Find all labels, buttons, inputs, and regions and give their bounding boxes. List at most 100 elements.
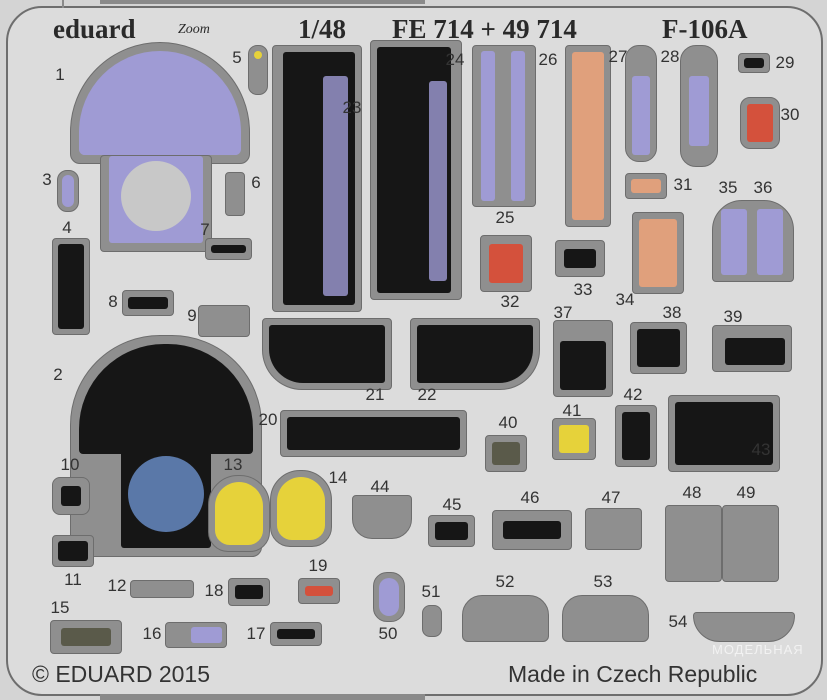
part-label: 52 bbox=[495, 572, 515, 591]
part-20 bbox=[280, 410, 467, 457]
part-label: 1 bbox=[55, 65, 65, 84]
part-label: 42 bbox=[623, 385, 643, 404]
part-44 bbox=[352, 495, 412, 539]
part-24 bbox=[472, 45, 536, 207]
part-label: 26 bbox=[538, 50, 558, 69]
part-22 bbox=[410, 318, 540, 390]
part-31 bbox=[625, 173, 667, 199]
part-49 bbox=[722, 505, 779, 582]
part-label: 2 bbox=[53, 365, 63, 384]
part-label: 38 bbox=[662, 303, 682, 322]
part-29 bbox=[738, 53, 770, 73]
part-label: 44 bbox=[370, 477, 390, 496]
part-21 bbox=[262, 318, 392, 390]
part-3 bbox=[57, 170, 79, 212]
zoom-logo: Zoom bbox=[178, 22, 210, 37]
part-label: 11 bbox=[64, 570, 82, 589]
part-47 bbox=[585, 508, 642, 550]
part-18 bbox=[228, 578, 270, 606]
part-42 bbox=[615, 405, 657, 467]
part-label: 16 bbox=[142, 624, 162, 643]
part-26 bbox=[565, 45, 611, 227]
part-label: 15 bbox=[50, 598, 70, 617]
part-23-right bbox=[370, 40, 462, 300]
part-label: 48 bbox=[682, 483, 702, 502]
part-label: 32 bbox=[500, 292, 520, 311]
part-51 bbox=[422, 605, 442, 637]
part-19 bbox=[298, 578, 340, 604]
part-label: 37 bbox=[553, 303, 573, 322]
part-label: 20 bbox=[258, 410, 278, 429]
part-14 bbox=[270, 470, 332, 547]
watermark: МОДЕЛЬНАЯ bbox=[712, 642, 804, 657]
part-label: 27 bbox=[608, 47, 628, 66]
part-39 bbox=[712, 325, 792, 372]
part-8 bbox=[122, 290, 174, 316]
part-label: 24 bbox=[445, 50, 465, 69]
part-label: 39 bbox=[723, 307, 743, 326]
part-label: 51 bbox=[421, 582, 441, 601]
part-33 bbox=[555, 240, 605, 277]
part-label: 36 bbox=[753, 178, 773, 197]
part-38 bbox=[630, 322, 687, 374]
part-label: 9 bbox=[187, 306, 197, 325]
part-label: 45 bbox=[442, 495, 462, 514]
part-label: 53 bbox=[593, 572, 613, 591]
product-code: FE 714 + 49 714 bbox=[392, 14, 577, 44]
part-label: 14 bbox=[328, 468, 348, 487]
part-16 bbox=[165, 622, 227, 648]
part-label: 5 bbox=[232, 48, 242, 67]
part-40 bbox=[485, 435, 527, 472]
part-label: 4 bbox=[62, 218, 72, 237]
part-label: 34 bbox=[615, 290, 635, 309]
part-label: 13 bbox=[223, 455, 243, 474]
part-label: 22 bbox=[417, 385, 437, 404]
part-13 bbox=[208, 475, 270, 552]
part-label: 29 bbox=[775, 53, 795, 72]
brand-logo: eduard bbox=[53, 14, 136, 44]
part-37 bbox=[553, 320, 613, 397]
scale-label: 1/48 bbox=[298, 14, 347, 44]
part-7 bbox=[205, 238, 252, 260]
part-label: 49 bbox=[736, 483, 756, 502]
part-label: 8 bbox=[108, 292, 118, 311]
part-11 bbox=[52, 535, 94, 567]
origin-text: Made in Czech Republic bbox=[508, 661, 758, 687]
part-45 bbox=[428, 515, 475, 547]
part-52 bbox=[462, 595, 549, 642]
part-10 bbox=[52, 477, 90, 515]
part-label: 12 bbox=[107, 576, 127, 595]
copyright-text: © EDUARD 2015 bbox=[32, 661, 211, 687]
part-17 bbox=[270, 622, 322, 646]
sprue-tab bbox=[100, 694, 425, 700]
part-15 bbox=[50, 620, 122, 654]
part-5 bbox=[248, 45, 268, 95]
part-label: 46 bbox=[520, 488, 540, 507]
part-label: 41 bbox=[562, 401, 582, 420]
part-43 bbox=[668, 395, 780, 472]
part-23 bbox=[272, 45, 362, 312]
part-label: 30 bbox=[780, 105, 800, 124]
part-34 bbox=[632, 212, 684, 294]
part-label: 28 bbox=[660, 47, 680, 66]
part-54 bbox=[693, 612, 795, 642]
part-30 bbox=[740, 97, 780, 149]
part-label: 40 bbox=[498, 413, 518, 432]
part-label: 17 bbox=[246, 624, 266, 643]
part-4 bbox=[52, 238, 90, 335]
part-label: 10 bbox=[60, 455, 80, 474]
part-35-36 bbox=[712, 200, 794, 282]
part-9 bbox=[198, 305, 250, 337]
part-label: 43 bbox=[751, 440, 771, 459]
part-label: 33 bbox=[573, 280, 593, 299]
part-label: 6 bbox=[251, 173, 261, 192]
sprue-tab bbox=[100, 0, 425, 4]
part-label: 19 bbox=[308, 556, 328, 575]
part-27 bbox=[625, 45, 657, 162]
part-label: 21 bbox=[365, 385, 385, 404]
part-label: 3 bbox=[42, 170, 52, 189]
part-label: 23 bbox=[342, 98, 362, 117]
part-53 bbox=[562, 595, 649, 642]
part-label: 7 bbox=[200, 220, 210, 239]
part-1-lower bbox=[100, 155, 212, 252]
